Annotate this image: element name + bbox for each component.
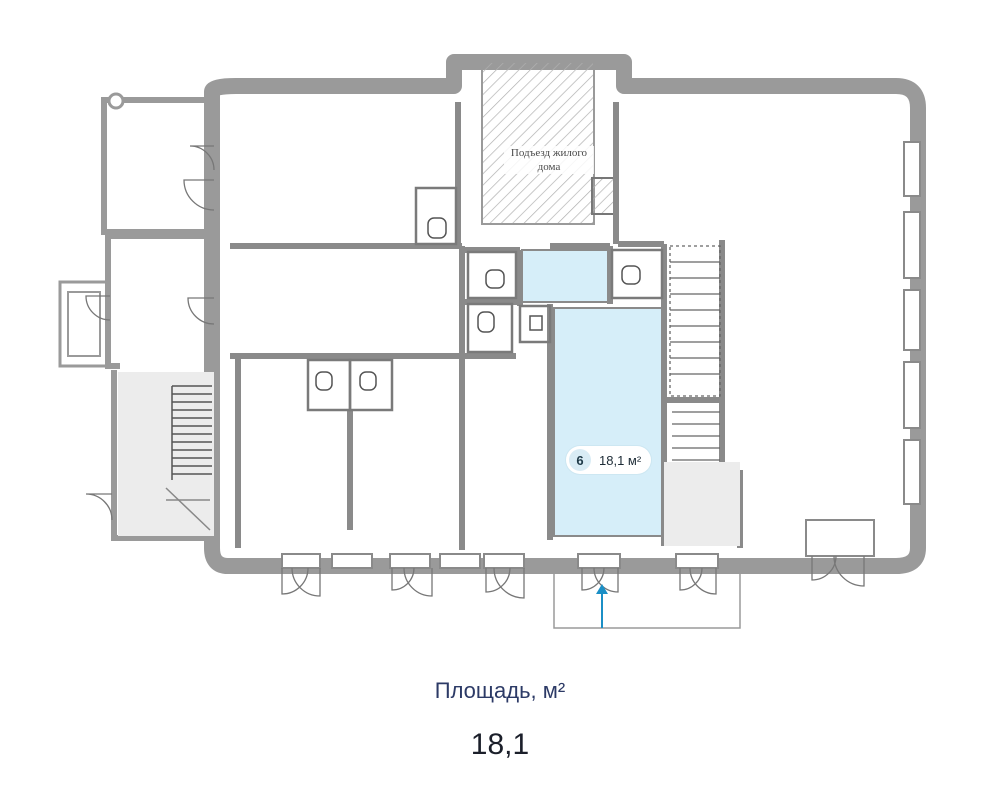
area-value: 18,1: [470, 728, 530, 761]
entrance-label: Подъезд жилого дома: [504, 146, 594, 174]
unit-badge[interactable]: 6 18,1 м²: [566, 446, 652, 474]
toilet-blocks: [306, 186, 664, 412]
unit-number: 6: [569, 449, 591, 471]
left-annex: [58, 97, 212, 541]
outer-walls: [204, 54, 926, 574]
door-swing-icon: [85, 145, 865, 599]
entrance-block: [481, 61, 595, 225]
windows-right: [903, 141, 921, 505]
column-marker: [107, 92, 125, 110]
staircase-right: [669, 245, 721, 461]
area-title: Площадь, м²: [434, 678, 566, 703]
floor-plan: Подъезд жилого дома 6 18,1 м²: [58, 54, 926, 629]
windows-bottom: [281, 519, 875, 569]
floor-plan-svg: [58, 54, 926, 629]
stair-zone-left: [118, 372, 214, 536]
unit-6[interactable]: [521, 249, 663, 537]
stair-zone-right: [664, 462, 740, 546]
entrance-arrow-icon: [596, 584, 608, 628]
entrance-porch: [553, 566, 741, 629]
unit-area-label: 18,1 м²: [599, 452, 642, 468]
staircase-icon: [165, 385, 212, 531]
shaft-block: [591, 177, 617, 215]
